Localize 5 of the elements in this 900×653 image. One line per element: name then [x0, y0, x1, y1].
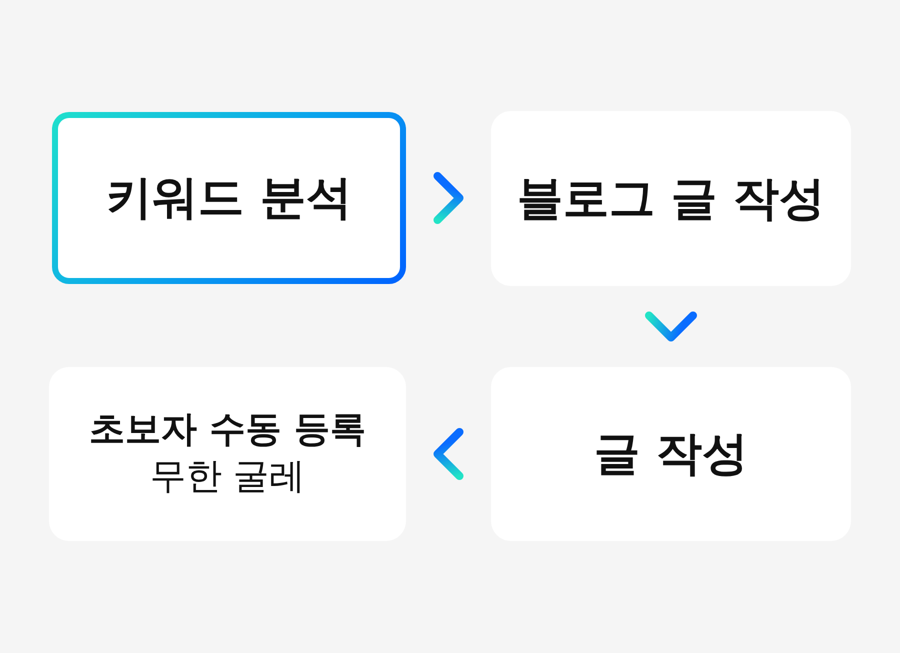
step-label: 키워드 분석: [106, 169, 352, 226]
step-label: 글 작성: [594, 425, 748, 482]
step-label: 블로그 글 작성: [516, 170, 826, 227]
step-subtitle: 무한 굴레: [150, 455, 306, 499]
step-label: 초보자 수동 등록: [88, 408, 366, 452]
